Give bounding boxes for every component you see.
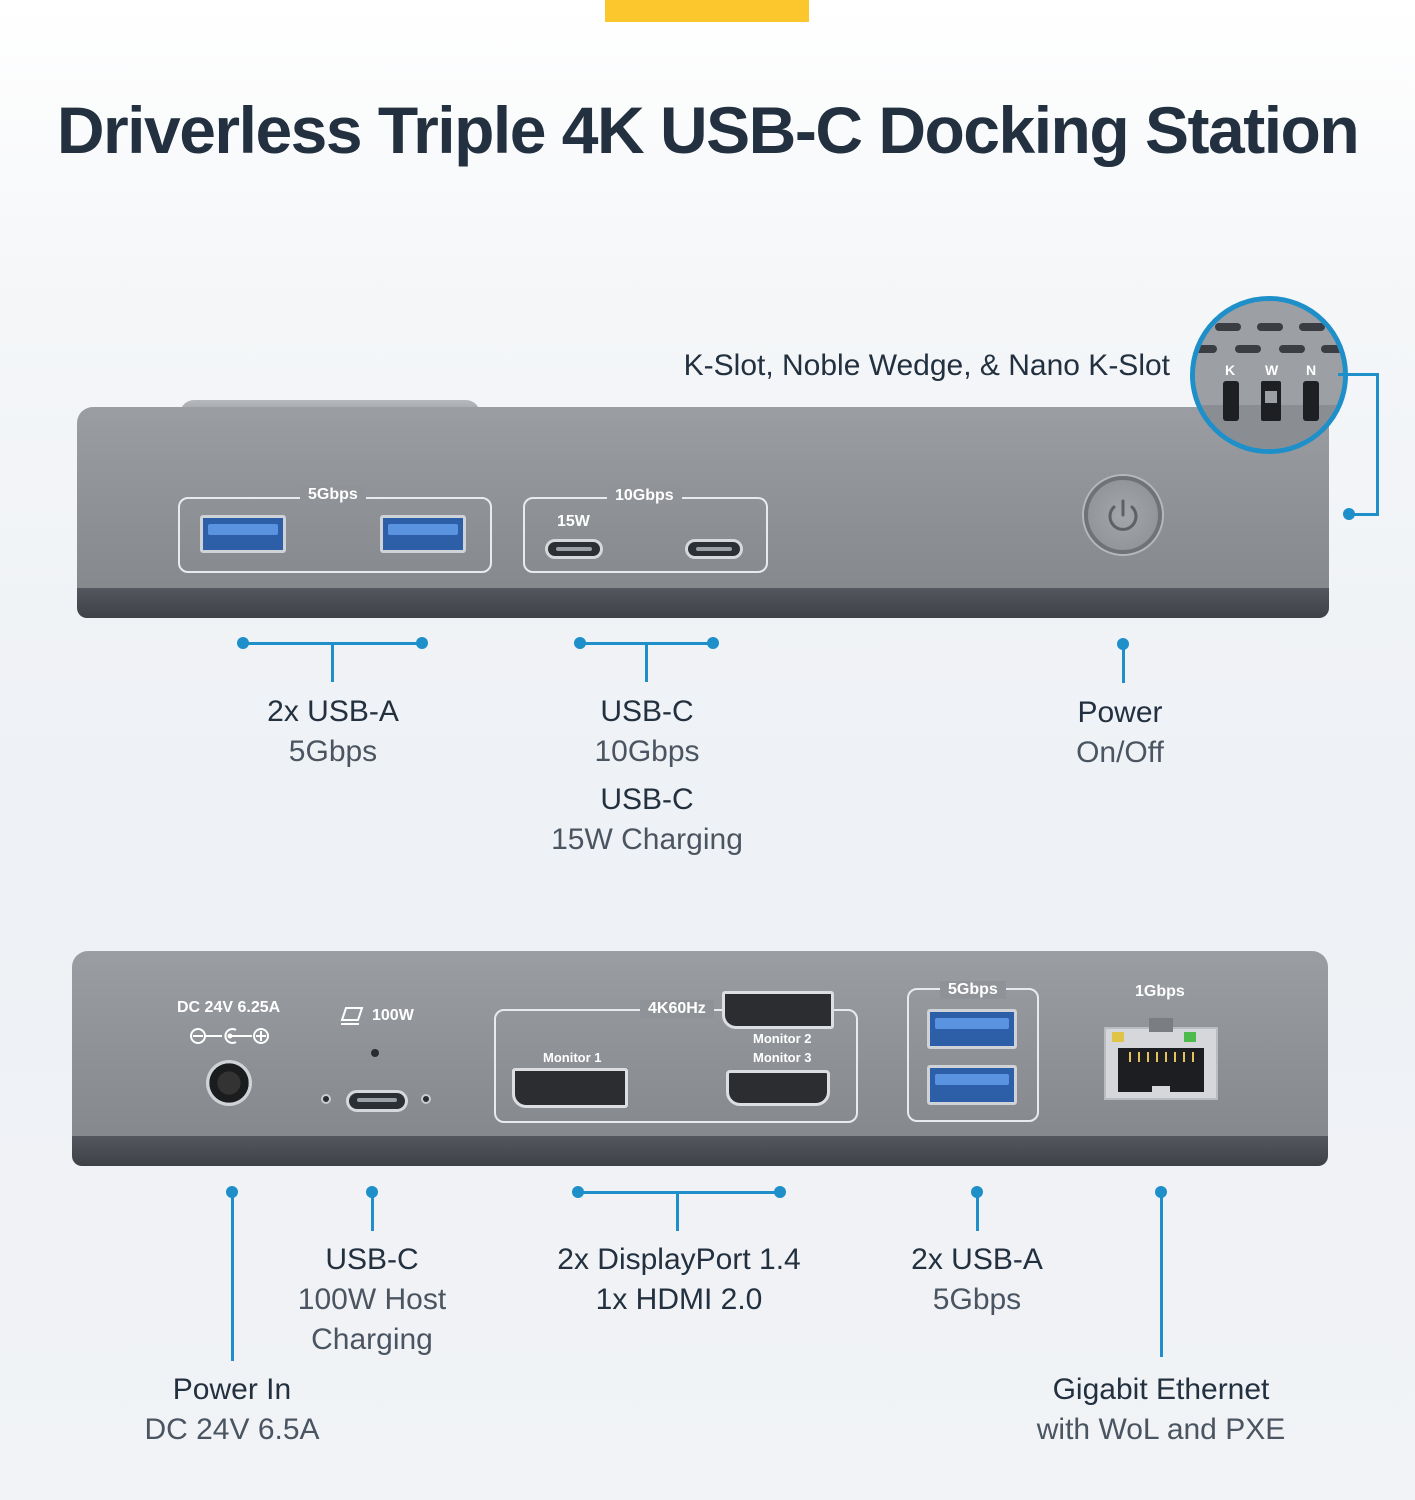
front-usba-speed: 5Gbps <box>300 486 366 504</box>
lock-callout-line-h2 <box>1350 513 1379 516</box>
power-button <box>1084 476 1162 554</box>
front-power-line-v <box>1122 643 1125 683</box>
rear-host-charge-label: 100W <box>372 1007 414 1024</box>
rear-ethernet-callout: Gigabit Ethernet with WoL and PXE <box>1036 1373 1286 1446</box>
accent-bar <box>605 0 809 22</box>
rear-video-line-v <box>676 1191 679 1231</box>
rear-dc-label: DC 24V 6.25A <box>177 999 281 1016</box>
hdmi-port <box>726 1070 830 1106</box>
ethernet-port-icon <box>1104 1018 1218 1100</box>
displayport-1 <box>512 1068 628 1108</box>
monitor-3-label: Monitor 3 <box>753 1050 812 1065</box>
n-slot-label: N <box>1306 362 1317 378</box>
power-icon <box>1108 499 1138 531</box>
rear-ethernet-line-v <box>1160 1191 1163 1357</box>
lock-callout-line-v <box>1376 373 1379 516</box>
rear-device-base <box>72 1136 1328 1166</box>
front-usbc-port-2 <box>685 539 743 559</box>
polarity-icon <box>190 1028 269 1044</box>
ethernet-speed-label: 1Gbps <box>1135 983 1185 1000</box>
front-power-callout: Power On/Off <box>1076 696 1164 769</box>
video-refresh-label: 4K60Hz <box>640 1000 714 1018</box>
rear-usbc-host-port <box>346 1090 408 1112</box>
lock-callout-dot <box>1343 508 1355 520</box>
lock-callout-line-h <box>1338 373 1379 376</box>
rear-usbc-screw-right <box>421 1094 431 1104</box>
rear-usbc-line-v <box>371 1191 374 1231</box>
displayport-2 <box>722 991 834 1029</box>
rear-power-callout: Power In DC 24V 6.5A <box>144 1373 320 1446</box>
k-slot-label: K <box>1225 362 1236 378</box>
lock-slot-zoom: K W N <box>1190 296 1348 454</box>
page-title: Driverless Triple 4K USB-C Docking Stati… <box>56 93 1360 167</box>
lock-slots-icon <box>1195 301 1343 449</box>
rear-usba-port-2 <box>927 1065 1017 1105</box>
front-device-base <box>77 588 1329 618</box>
dc-jack <box>206 1060 252 1106</box>
rear-usba-speed: 5Gbps <box>940 981 1006 999</box>
front-usbc-speed: 10Gbps <box>607 487 682 505</box>
front-usba-port-1 <box>200 515 286 553</box>
front-usbc-port-1 <box>545 539 603 559</box>
rear-usba-callout: 2x USB-A 5Gbps <box>911 1243 1043 1316</box>
w-slot-label: W <box>1265 362 1279 378</box>
rear-usbc-callout: USB-C 100W Host Charging <box>297 1243 447 1356</box>
front-usbc-line-v <box>645 642 648 682</box>
front-usba-port-2 <box>380 515 466 553</box>
front-usbc-frame <box>523 497 768 573</box>
front-usbc-charge-label: 15W <box>557 513 590 530</box>
rear-power-line-v <box>231 1191 234 1361</box>
rear-usba-port-1 <box>927 1009 1017 1049</box>
laptop-icon <box>340 1007 364 1025</box>
led-indicator <box>371 1049 379 1057</box>
monitor-1-label: Monitor 1 <box>543 1050 602 1065</box>
rear-video-line-h <box>578 1191 781 1194</box>
rear-usba-line-v <box>976 1191 979 1231</box>
monitor-2-label: Monitor 2 <box>753 1031 812 1046</box>
rear-video-callout: 2x DisplayPort 1.4 1x HDMI 2.0 <box>557 1243 801 1316</box>
front-usba-line-v <box>331 642 334 682</box>
rear-usbc-screw-left <box>321 1094 331 1104</box>
lock-slot-label: K-Slot, Noble Wedge, & Nano K-Slot <box>683 349 1170 382</box>
front-usba-callout: 2x USB-A 5Gbps <box>267 695 399 768</box>
front-usbc-callout: USB-C 10Gbps USB-C 15W Charging <box>551 695 743 856</box>
